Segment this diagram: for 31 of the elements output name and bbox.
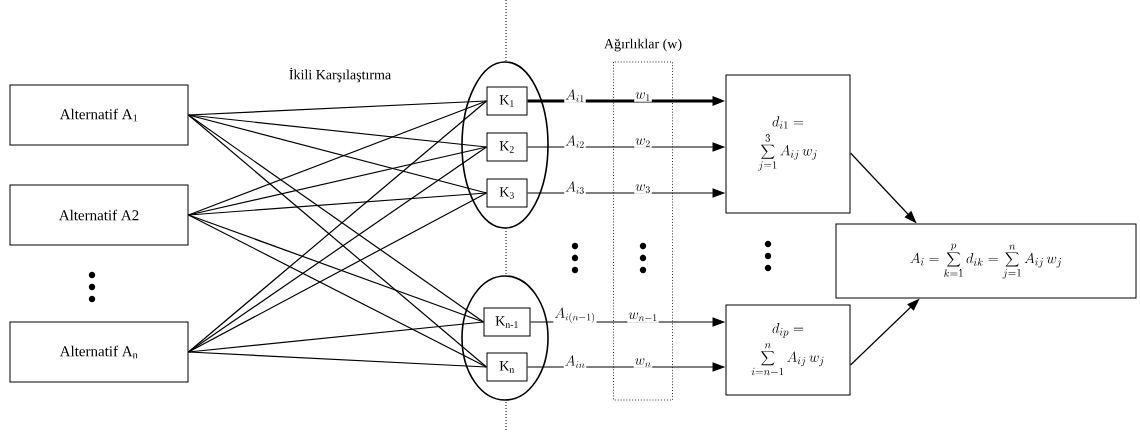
- formula-box: $d_{i1}=$ $\sum_{j=1}^{3} A_{ij}\, w_j$: [725, 74, 851, 214]
- formula-box: $d_{ip}=$ $\sum_{i=n-1}^{n} A_{ij}\, w_j$: [725, 304, 851, 396]
- connector-line: [187, 192, 488, 353]
- result-formula-box: $A_i = \sum_{k=1}^{p} d_{ik} = \sum_{j=1}^{n} A_{ij}\, w_j$: [835, 223, 1137, 299]
- edge-label: $A_{in}$: [563, 354, 587, 369]
- connector-line: [187, 321, 485, 353]
- column-heading: Ağırlıklar (w): [604, 38, 682, 52]
- weight-label: $w_2$: [634, 137, 652, 148]
- edge-label: $A_{i2}$: [564, 134, 586, 149]
- connector-line: [187, 192, 488, 216]
- edge-label: $A_{i(n-1)}$: [553, 306, 597, 324]
- column-heading: İkili Karşılaştırma: [289, 67, 391, 83]
- edge-label: $A_{i1}$: [564, 88, 586, 103]
- criterion-box: K$_{n-1}$: [483, 307, 531, 337]
- connector-line: [187, 114, 488, 194]
- criterion-box: K$_{1}$: [486, 86, 528, 116]
- connector-line: [187, 351, 488, 368]
- criterion-box: K$_{n}$: [486, 352, 528, 382]
- weight-label: $w_3$: [634, 183, 652, 194]
- criterion-box: K$_{2}$: [486, 132, 528, 162]
- alternative-box: Alternatif A2: [9, 184, 189, 246]
- alternative-box: Alternatif A$_{n}$: [9, 321, 189, 383]
- weight-label: $w_n$: [633, 357, 653, 368]
- connector-line: [187, 100, 488, 116]
- connector-line: [187, 214, 488, 368]
- alternative-box: Alternatif A$_{1}$: [9, 84, 189, 146]
- criterion-box: K$_{3}$: [486, 178, 528, 208]
- edge-label: $A_{i3}$: [564, 180, 586, 195]
- weight-label: $w_{n-1}$: [627, 311, 659, 323]
- connector-line: [187, 114, 488, 148]
- weight-label: $w_1$: [634, 91, 652, 102]
